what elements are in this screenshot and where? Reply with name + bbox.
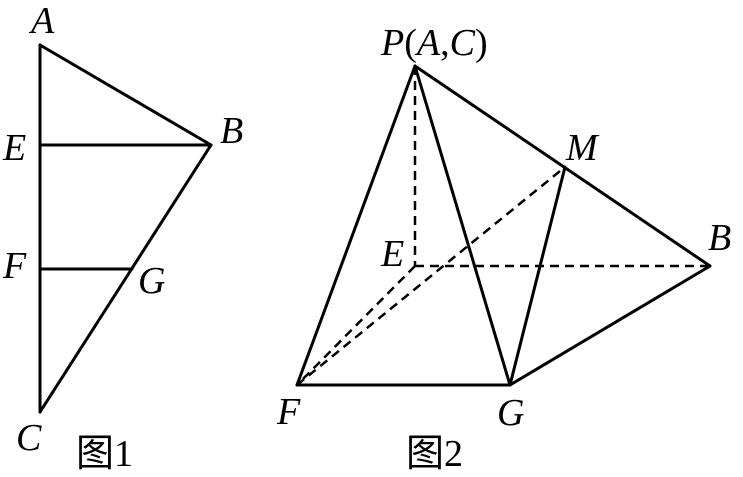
fig1-label-C: C bbox=[16, 417, 42, 459]
fig2-edge-PG bbox=[413, 64, 512, 387]
fig1-label-B: B bbox=[220, 110, 243, 152]
fig2-label-P-C: C bbox=[450, 22, 476, 64]
fig2-label-F: F bbox=[276, 391, 301, 433]
fig2-label-P-open-paren: ( bbox=[404, 22, 417, 64]
fig1-caption: 图1 bbox=[76, 433, 133, 475]
figure-1: A B E F G C 图1 bbox=[2, 0, 243, 475]
fig1-segment-AB bbox=[38, 43, 213, 147]
fig2-label-G: G bbox=[497, 392, 524, 434]
fig2-label-P-close-paren: ) bbox=[475, 22, 488, 64]
fig2-label-B: B bbox=[708, 217, 731, 259]
fig2-edge-GB bbox=[508, 264, 712, 387]
fig2-edge-PF bbox=[295, 64, 417, 387]
fig1-label-F: F bbox=[2, 245, 27, 287]
fig2-label-P-letter: P bbox=[380, 22, 404, 64]
fig2-label-P-A: A bbox=[414, 22, 441, 64]
fig2-hidden-edge-FM bbox=[296, 166, 566, 386]
fig1-label-E: E bbox=[2, 127, 26, 169]
figure-2: P(A,C) M E B F G 图2 bbox=[276, 22, 731, 475]
fig2-label-P-comma: , bbox=[440, 22, 450, 64]
fig1-label-G: G bbox=[138, 260, 165, 302]
fig1-segment-BC bbox=[38, 143, 213, 414]
fig1-label-A: A bbox=[28, 0, 55, 42]
fig2-label-P: P(A,C) bbox=[380, 22, 488, 64]
fig2-edge-PB bbox=[413, 64, 712, 268]
fig2-caption: 图2 bbox=[406, 433, 463, 475]
fig2-label-E: E bbox=[380, 233, 404, 275]
fig2-edge-MG bbox=[508, 165, 567, 387]
fig2-hidden-edge-EF bbox=[296, 265, 416, 386]
fig2-label-M: M bbox=[565, 127, 600, 169]
